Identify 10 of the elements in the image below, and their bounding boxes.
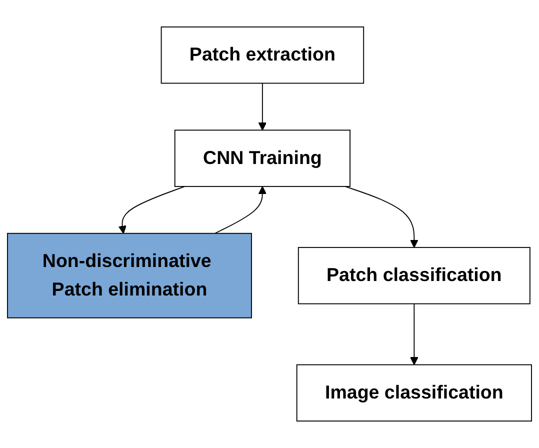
- node-box: Image classification: [296, 364, 532, 422]
- arrow: [118, 186, 186, 234]
- node-box: Patch extraction: [160, 26, 364, 84]
- node-box: Patch classification: [298, 247, 530, 304]
- node-box: CNN Training: [174, 130, 350, 187]
- arrow: [214, 186, 267, 234]
- arrow: [258, 82, 267, 131]
- node-box: Non-discriminative Patch elimination: [7, 232, 252, 318]
- arrow: [410, 303, 418, 366]
- arrow: [344, 186, 418, 248]
